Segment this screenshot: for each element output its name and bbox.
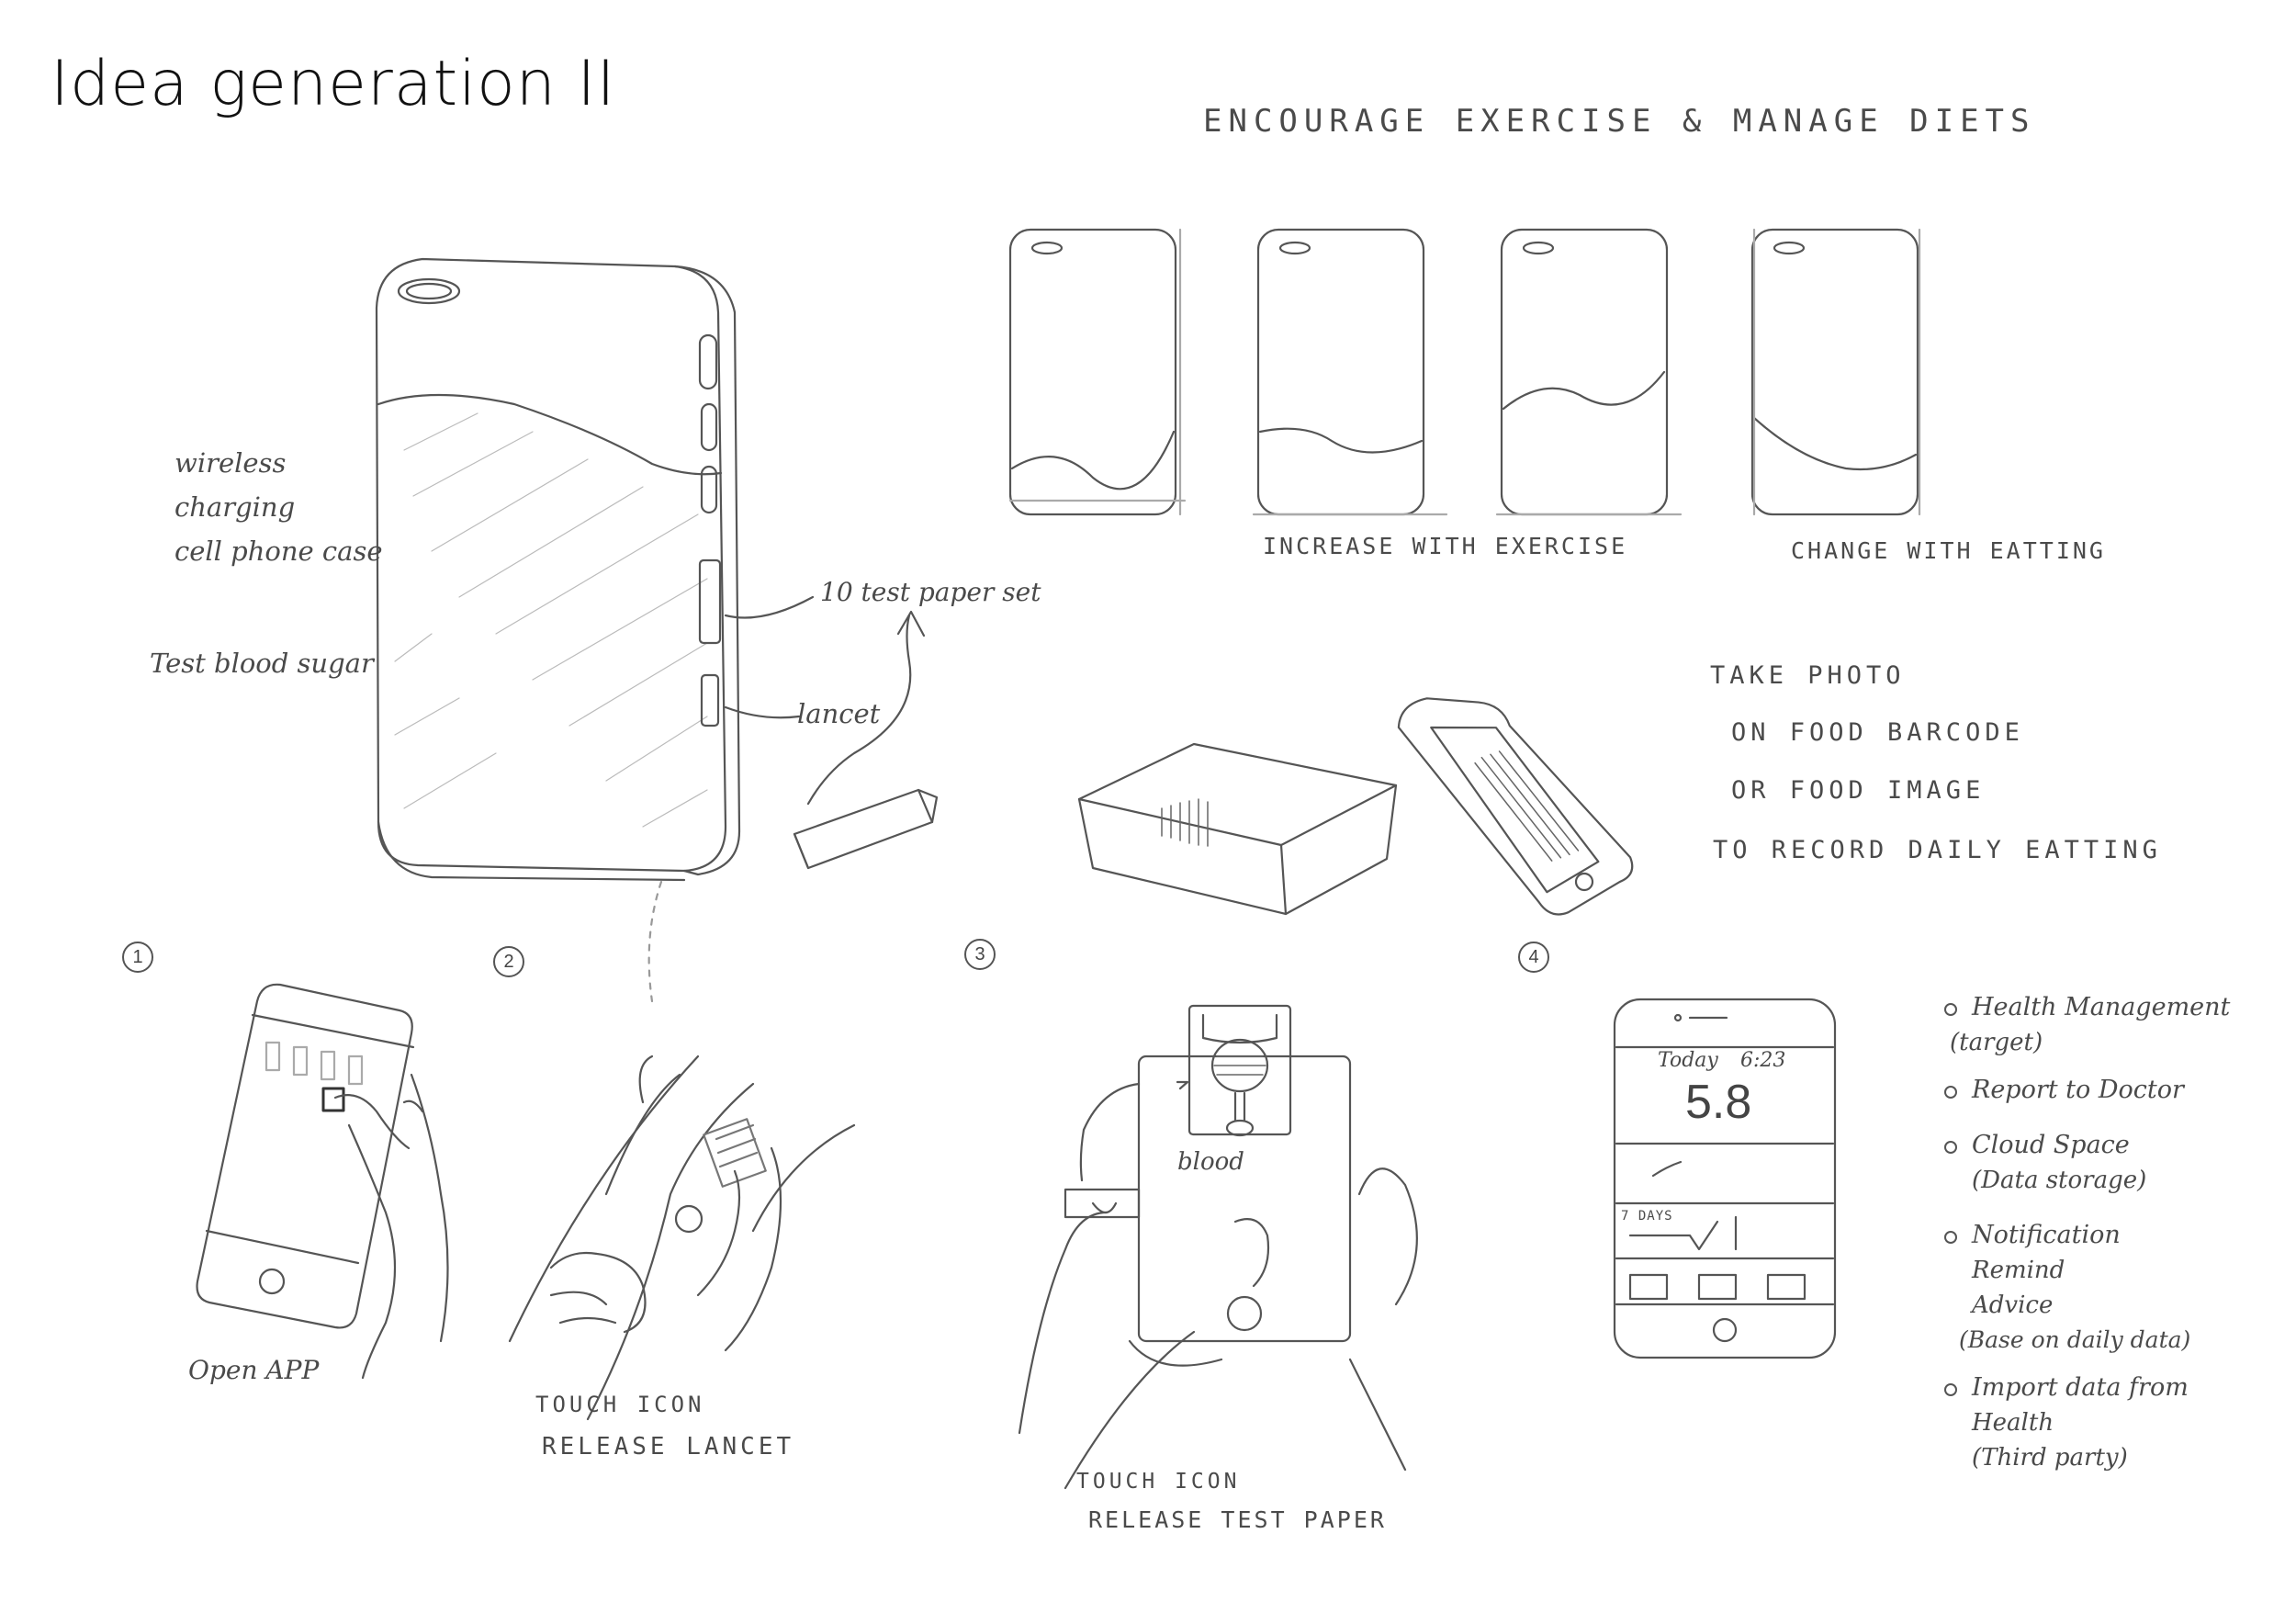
test-paper-set-label: 10 test paper set	[820, 577, 1041, 607]
feature-sub: Advice	[1972, 1291, 2054, 1319]
test-paper-box-sketch	[794, 612, 937, 868]
photo-note-line-2: ON FOOD BARCODE	[1731, 718, 2024, 747]
app-range-label: 7 DAYS	[1621, 1209, 1673, 1224]
app-day-label: Today	[1658, 1049, 1718, 1072]
lancet-leader	[726, 707, 799, 717]
feature-sub: (Third party)	[1972, 1444, 2128, 1472]
feature-sub: (target)	[1950, 1029, 2043, 1056]
step-4-number: 4	[1518, 942, 1549, 973]
exercise-diet-heading: ENCOURAGE EXERCISE & MANAGE DIETS	[1203, 103, 2036, 140]
feature-label: Health Management	[1972, 993, 2231, 1021]
increase-with-exercise-label: INCREASE WITH EXERCISE	[1263, 533, 1628, 559]
feature-item: Cloud Space (Data storage)	[1942, 1128, 2273, 1198]
feature-item: Notification Remind Advice (Base on dail…	[1942, 1218, 2273, 1358]
bullet-dot	[1944, 1383, 1957, 1396]
step3-sketch	[1019, 1006, 1417, 1488]
feature-line-3: cell phone case	[174, 536, 383, 567]
feature-sub: (Base on daily data)	[1959, 1326, 2191, 1353]
bullet-dot	[1944, 1086, 1957, 1099]
feature-item: Health Management (target)	[1942, 990, 2273, 1060]
step-2-number: 2	[493, 946, 524, 977]
bullet-dot	[1944, 1141, 1957, 1154]
page-title: Idea generation II	[51, 48, 616, 120]
feature-item: Import data from Health (Third party)	[1942, 1370, 2273, 1475]
feature-label: Cloud Space	[1972, 1131, 2130, 1159]
feature-list: Health Management (target) Report to Doc…	[1942, 990, 2273, 1475]
change-with-eating-label: CHANGE WITH EATTING	[1791, 537, 2106, 564]
food-box-sketch	[1079, 673, 1638, 933]
step4-phone-sketch	[1615, 999, 1835, 1358]
feature-sub: (Data storage)	[1972, 1167, 2147, 1194]
glucose-reading: 5.8	[1685, 1076, 1752, 1129]
wireless-charging-label: wireless charging cell phone case	[174, 441, 383, 573]
bullet-dot	[1944, 1231, 1957, 1244]
step-3-number: 3	[964, 939, 996, 970]
step-1-caption: Open APP	[188, 1355, 320, 1385]
feature-label: Notification	[1972, 1221, 2121, 1249]
feature-line-2: charging	[174, 491, 296, 523]
test-blood-sugar-label: Test blood sugar	[150, 648, 374, 679]
photo-note-line-3: OR FOOD IMAGE	[1731, 776, 1986, 805]
feature-item: Report to Doctor	[1942, 1073, 2273, 1108]
step-2-caption-line-1: TOUCH ICON	[535, 1392, 705, 1417]
step1-sketch	[197, 985, 448, 1378]
feature-label: Report to Doctor	[1972, 1076, 2184, 1104]
step-2-caption-line-2: RELEASE LANCET	[542, 1433, 795, 1460]
bullet-dot	[1944, 1003, 1957, 1016]
test-paper-leader	[726, 597, 813, 618]
step2-sketch	[510, 1056, 854, 1419]
photo-note-line-4: TO RECORD DAILY EATTING	[1713, 836, 2162, 864]
lancet-label: lancet	[797, 698, 881, 729]
feature-line-1: wireless	[174, 447, 287, 479]
step-3-caption-line-1: TOUCH ICON	[1076, 1470, 1241, 1494]
phone-case-sketch	[377, 259, 739, 1001]
phone-row-sketch	[1010, 230, 1919, 514]
case-hatching	[395, 413, 707, 827]
feature-sub: Health	[1972, 1409, 2054, 1437]
photo-note-line-1: TAKE PHOTO	[1710, 661, 1906, 690]
step-1-number: 1	[122, 942, 153, 973]
feature-sub: Remind	[1972, 1257, 2065, 1284]
feature-label: Import data from	[1972, 1373, 2189, 1402]
blood-label: blood	[1177, 1148, 1244, 1176]
step-3-caption-line-2: RELEASE TEST PAPER	[1088, 1506, 1387, 1533]
app-time: 6:23	[1740, 1049, 1786, 1072]
